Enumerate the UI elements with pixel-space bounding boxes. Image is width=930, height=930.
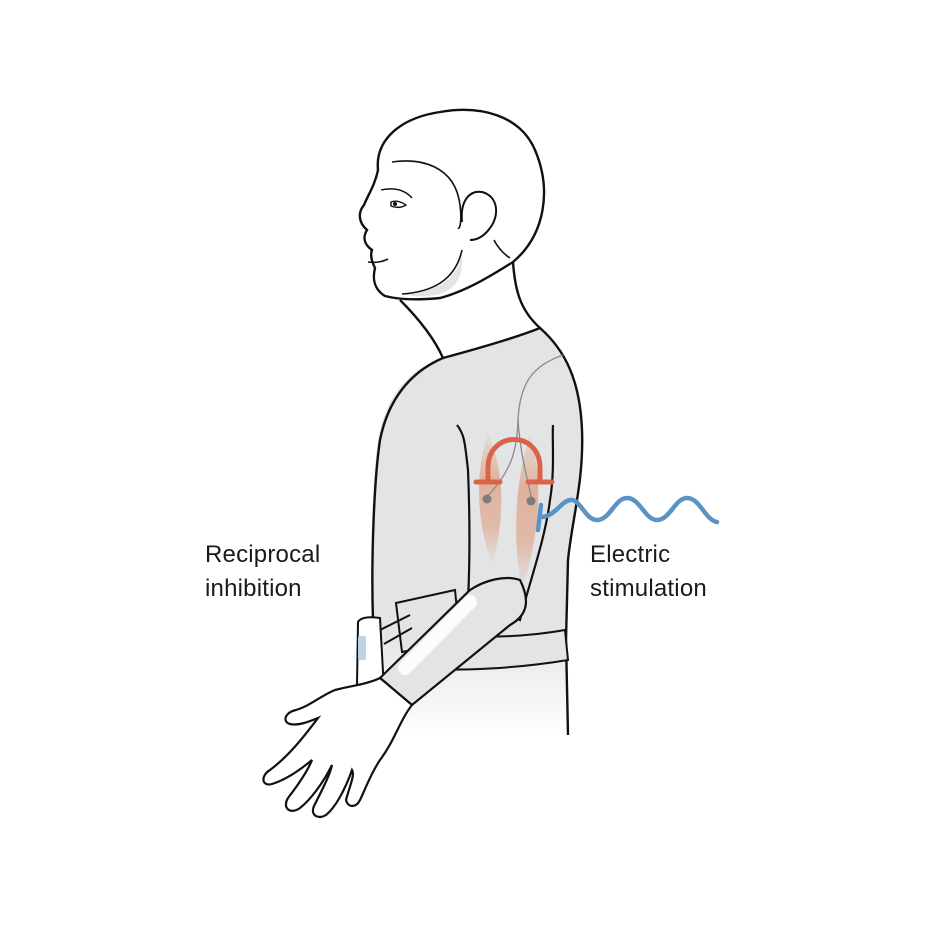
inhibition-arc-icon <box>473 437 555 485</box>
reciprocal-inhibition-label: Reciprocal inhibition <box>205 538 320 606</box>
reciprocal-inhibition-line1: Reciprocal <box>205 541 321 568</box>
electric-stimulation-label: Electric stimulation <box>590 538 707 606</box>
neck <box>399 261 543 360</box>
device-indicator <box>358 636 366 660</box>
reciprocal-inhibition-line2: inhibition <box>205 575 302 602</box>
stimulation-wave-icon <box>535 495 720 533</box>
electrode-right <box>526 496 536 506</box>
upper-arm <box>456 354 564 622</box>
head <box>358 108 546 301</box>
electric-stimulation-line1: Electric <box>590 541 671 568</box>
electrode-left <box>482 494 492 504</box>
hand <box>262 676 414 819</box>
muscle-triceps <box>516 435 539 590</box>
electric-stimulation-line2: stimulation <box>590 575 707 602</box>
